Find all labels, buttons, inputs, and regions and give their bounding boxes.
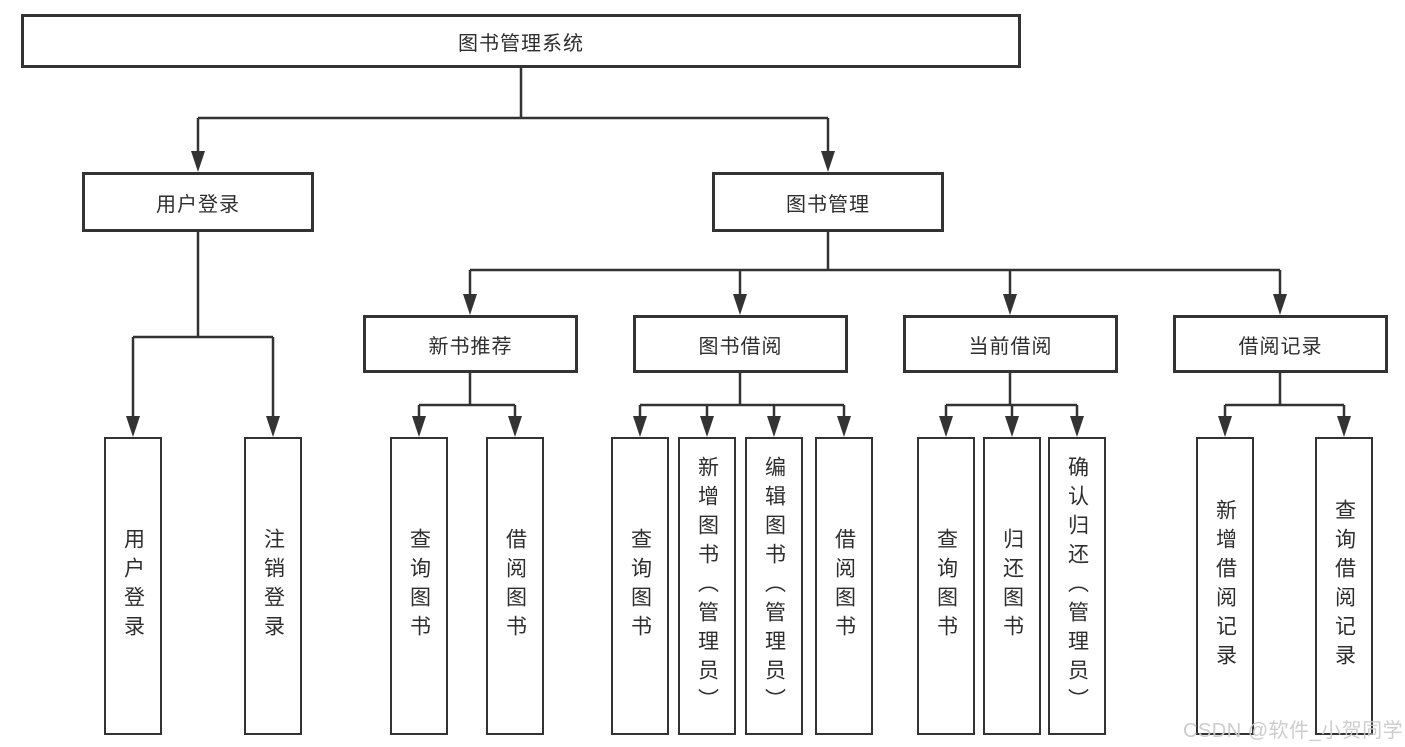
arrowheads (126, 151, 1351, 437)
arrowhead (412, 416, 426, 437)
leaf-borrow-books-recommend: 借阅图书 (486, 437, 544, 735)
arrowhead (1273, 294, 1287, 315)
leaf-confirm-return-admin: 确认归还（管理员） (1048, 437, 1106, 735)
leaf-query-books-current: 查询图书 (917, 437, 975, 735)
arrowhead (1218, 416, 1232, 437)
node-new-book-recommendation: 新书推荐 (363, 315, 578, 373)
arrowhead (633, 416, 647, 437)
node-current-borrowing: 当前借阅 (903, 315, 1118, 373)
connector-book-management (468, 232, 1282, 298)
node-root: 图书管理系统 (21, 14, 1021, 68)
leaf-user-login: 用户登录 (104, 437, 162, 735)
leaf-query-books-recommend: 查询图书 (390, 437, 448, 735)
connector-current-borrow (944, 373, 1079, 420)
arrowhead (700, 416, 714, 437)
leaf-return-books: 归还图书 (983, 437, 1041, 735)
leaf-logout: 注销登录 (244, 437, 302, 735)
leaf-borrow-books: 借阅图书 (815, 437, 873, 735)
connector-user-login (131, 232, 275, 420)
connector-new-book (417, 373, 517, 420)
arrowhead (939, 416, 953, 437)
connector-root (196, 68, 830, 155)
leaf-edit-book-admin: 编辑图书（管理员） (745, 437, 803, 735)
connector-borrow-records (1223, 373, 1346, 420)
arrowhead (463, 294, 477, 315)
watermark-text: CSDN @软件_小贺同学 (1183, 720, 1404, 742)
arrowhead (1337, 416, 1351, 437)
leaf-add-book-admin: 新增图书（管理员） (678, 437, 736, 735)
arrowhead (767, 416, 781, 437)
node-book-borrowing: 图书借阅 (633, 315, 848, 373)
arrowhead (1003, 294, 1017, 315)
arrowhead (1070, 416, 1084, 437)
arrowhead (821, 151, 835, 172)
leaf-query-borrow-record: 查询借阅记录 (1315, 437, 1373, 735)
arrowhead (733, 294, 747, 315)
leaf-add-borrow-record: 新增借阅记录 (1196, 437, 1254, 735)
arrowhead (1005, 416, 1019, 437)
node-user-login: 用户登录 (82, 172, 314, 232)
connector-book-borrow (638, 373, 846, 420)
arrowhead (508, 416, 522, 437)
node-book-management: 图书管理 (712, 172, 944, 232)
arrowhead (126, 416, 140, 437)
arrowhead (266, 416, 280, 437)
leaf-query-books-borrowing: 查询图书 (611, 437, 669, 735)
node-borrowing-records: 借阅记录 (1173, 315, 1388, 373)
arrowhead (191, 151, 205, 172)
arrowhead (837, 416, 851, 437)
